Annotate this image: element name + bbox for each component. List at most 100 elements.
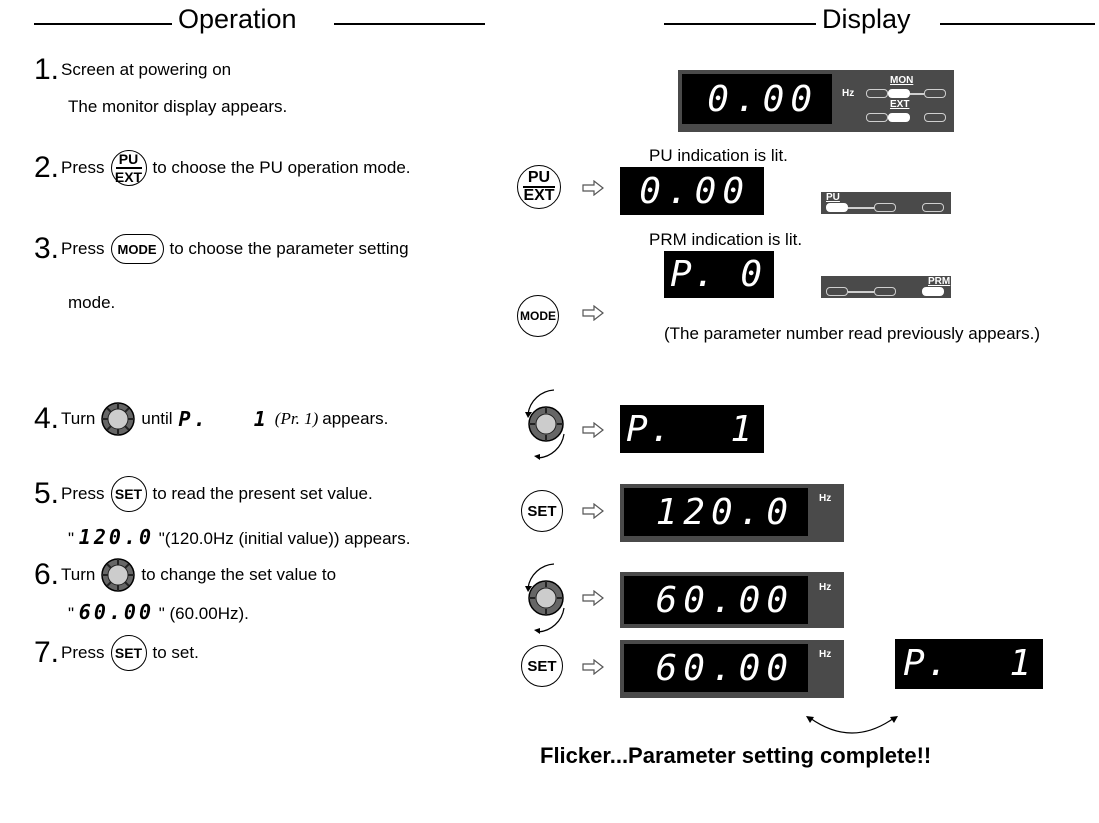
set-label: SET (521, 490, 563, 532)
step-4: 4. Turn until P. 1 (Pr. 1) appears. (34, 402, 388, 436)
step-number: 2. (34, 151, 60, 184)
lcd-display-4: P. 1 (620, 405, 764, 453)
step-3-sub: mode. (68, 293, 116, 312)
prm-lamp (922, 287, 944, 296)
step-1-sub: The monitor display appears. (68, 97, 288, 116)
turn-dial-icon (525, 563, 565, 634)
hz-label: Hz (819, 582, 832, 593)
step-number: 1. (34, 53, 60, 86)
prm-label: PRM (928, 276, 951, 287)
mode-label: MODE (517, 295, 559, 337)
hz-label: Hz (819, 649, 832, 660)
lcd-display-7b: P. 1 (895, 639, 1043, 689)
lamp-connector (848, 207, 874, 209)
ext-lamp (888, 113, 910, 122)
set-button-icon: SET (110, 635, 147, 671)
lamp-4 (866, 113, 888, 122)
lcd-7b-right: 1 (1009, 643, 1033, 684)
lamp-connector (910, 93, 924, 95)
step-3: 3. Press MODE to choose the parameter se… (34, 234, 409, 264)
arrow-right-icon (582, 305, 604, 321)
step-text-pre: Turn (61, 409, 96, 428)
hz-lamp (866, 89, 888, 98)
pu-label: PU (527, 169, 551, 187)
step-7: 7. Press SET to set. (34, 635, 199, 671)
step-text-pre: Press (61, 643, 105, 662)
lcd-display-6: 60.00 (624, 576, 808, 624)
setting-dial-icon (101, 402, 136, 436)
mode-key-icon: MODE (517, 295, 559, 337)
pu-lamp (826, 203, 848, 212)
step-text: Screen at powering on (61, 60, 232, 79)
pu-ext-key-icon: PU EXT (517, 165, 561, 209)
hz-label: Hz (842, 88, 855, 99)
ext-label: EXT (890, 99, 910, 110)
ext-label: EXT (523, 186, 555, 204)
pu-label: PU (118, 151, 139, 168)
turn-dial-icon (525, 389, 565, 460)
pu-label: PU (826, 192, 840, 203)
step-2: 2. Press PU EXT to choose the PU operati… (34, 150, 411, 186)
lcd-display-7: 60.00 (624, 644, 808, 692)
step-text-pre: Press (61, 484, 105, 503)
display-heading: Display (822, 4, 911, 34)
step-number: 3. (34, 232, 60, 265)
step-text-post: to read the present set value. (152, 484, 373, 503)
arrow-right-icon (582, 503, 604, 519)
step-text-pre: Turn (61, 565, 96, 584)
step-text-pre: Press (61, 158, 105, 177)
segment-p1: P. 1 (178, 407, 269, 431)
step-number: 5. (34, 477, 60, 510)
param-ref: (Pr. 1) (274, 409, 319, 428)
operation-rule-right (334, 23, 485, 25)
step-1: 1. Screen at powering on (34, 55, 231, 85)
set-label: SET (521, 645, 563, 687)
step-5-sub-text: "(120.0Hz (initial value)) appears. (158, 529, 411, 548)
step-text-pre: Press (61, 239, 105, 258)
set-key-icon: SET (521, 645, 563, 687)
note-pu-lit: PU indication is lit. (649, 146, 788, 165)
step-text-post: to set. (152, 643, 199, 662)
step-text-post: to choose the PU operation mode. (152, 158, 411, 177)
lcd-4-left: P. (626, 409, 674, 450)
lamp (874, 287, 896, 296)
lcd-3-left: P. (670, 254, 718, 295)
lamp (874, 203, 896, 212)
operation-rule-left (34, 23, 172, 25)
step-number: 7. (34, 636, 60, 669)
lcd-7b-left: P. (903, 643, 951, 684)
set-key-icon: SET (521, 490, 563, 532)
note-param-number: (The parameter number read previously ap… (664, 324, 1041, 343)
segment-6000: 60.00 (78, 600, 154, 624)
lcd-4-right: 1 (730, 409, 754, 450)
segment-120: 120.0 (78, 525, 154, 549)
set-button-icon: SET (110, 476, 147, 512)
hz-label: Hz (819, 493, 832, 504)
arrow-right-icon (582, 590, 604, 606)
setting-dial-icon (101, 558, 136, 592)
lamp-connector (848, 291, 874, 293)
lamp (826, 287, 848, 296)
step-number: 4. (34, 402, 60, 435)
lcd-display-3: P. 0 (664, 251, 774, 298)
lcd-display-1: 0.00 (682, 74, 832, 124)
step-number: 6. (34, 558, 60, 591)
step-6: 6. Turn to change the set value to (34, 558, 336, 592)
lamp (922, 203, 944, 212)
lamp-3 (924, 89, 946, 98)
display-rule-right (940, 23, 1095, 25)
step-5: 5. Press SET to read the present set val… (34, 476, 373, 512)
step-6-sub-text: " (60.00Hz). (158, 604, 249, 623)
step-text-mid: until (141, 409, 173, 428)
mon-lamp (888, 89, 910, 98)
lamp-6 (924, 113, 946, 122)
operation-heading: Operation (178, 4, 297, 34)
lcd-display-5: 120.0 (624, 488, 808, 536)
pu-ext-button-icon: PU EXT (110, 150, 147, 186)
arrow-right-icon (582, 422, 604, 438)
step-text-post: appears. (322, 409, 389, 428)
ext-label: EXT (114, 168, 143, 185)
step-6-sub: " 60.00 " (60.00Hz). (68, 600, 249, 624)
arrow-right-icon (582, 659, 604, 675)
step-5-sub: " 120.0 "(120.0Hz (initial value)) appea… (68, 525, 411, 549)
